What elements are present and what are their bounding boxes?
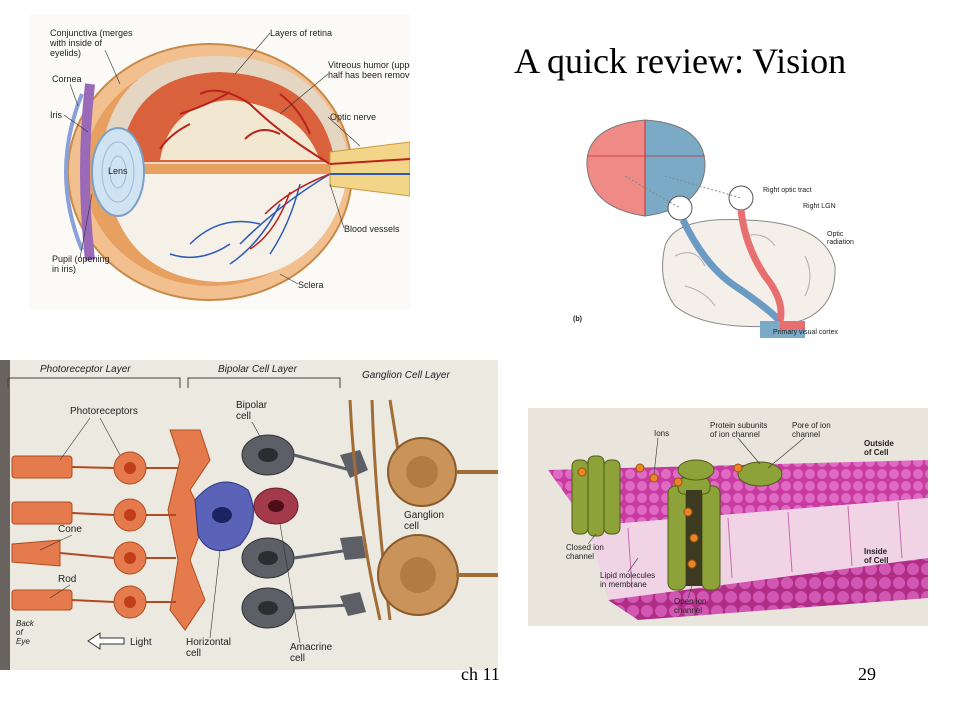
primary-visual-cortex-label: Primary visual cortex [773, 329, 838, 336]
optic-nerve-label: Optic nerve [330, 112, 376, 122]
bipolar-cell-layer-label: Bipolar Cell Layer [218, 364, 298, 375]
cone-label: Cone [58, 524, 82, 535]
page-number: 29 [858, 664, 876, 684]
light-label: Light [130, 637, 152, 648]
cornea-label: Cornea [52, 74, 82, 84]
ions-label: Ions [654, 429, 669, 438]
photoreceptor-layer-label: Photoreceptor Layer [40, 364, 131, 375]
iris-label: Iris [50, 110, 62, 120]
chapter-footer: ch 11 [461, 664, 500, 684]
light-arrow-icon [87, 632, 125, 650]
right-optic-tract-label: Right optic tract [763, 187, 812, 194]
retina-layers-figure: Photoreceptor Layer Bipolar Cell Layer G… [0, 360, 498, 670]
ganglion-cell-layer-label: Ganglion Cell Layer [362, 370, 450, 381]
sclera-label: Sclera [298, 280, 324, 290]
blood-vessels-label: Blood vessels [344, 224, 400, 234]
rod-label: Rod [58, 574, 76, 585]
slide-title: A quick review: Vision [514, 41, 847, 81]
lens-label: Lens [108, 166, 128, 176]
layers-of-retina-label: Layers of retina [270, 28, 332, 38]
panel-b-label: (b) [573, 316, 582, 323]
right-lgn-label: Right LGN [803, 203, 836, 210]
photoreceptors-label: Photoreceptors [70, 406, 138, 417]
